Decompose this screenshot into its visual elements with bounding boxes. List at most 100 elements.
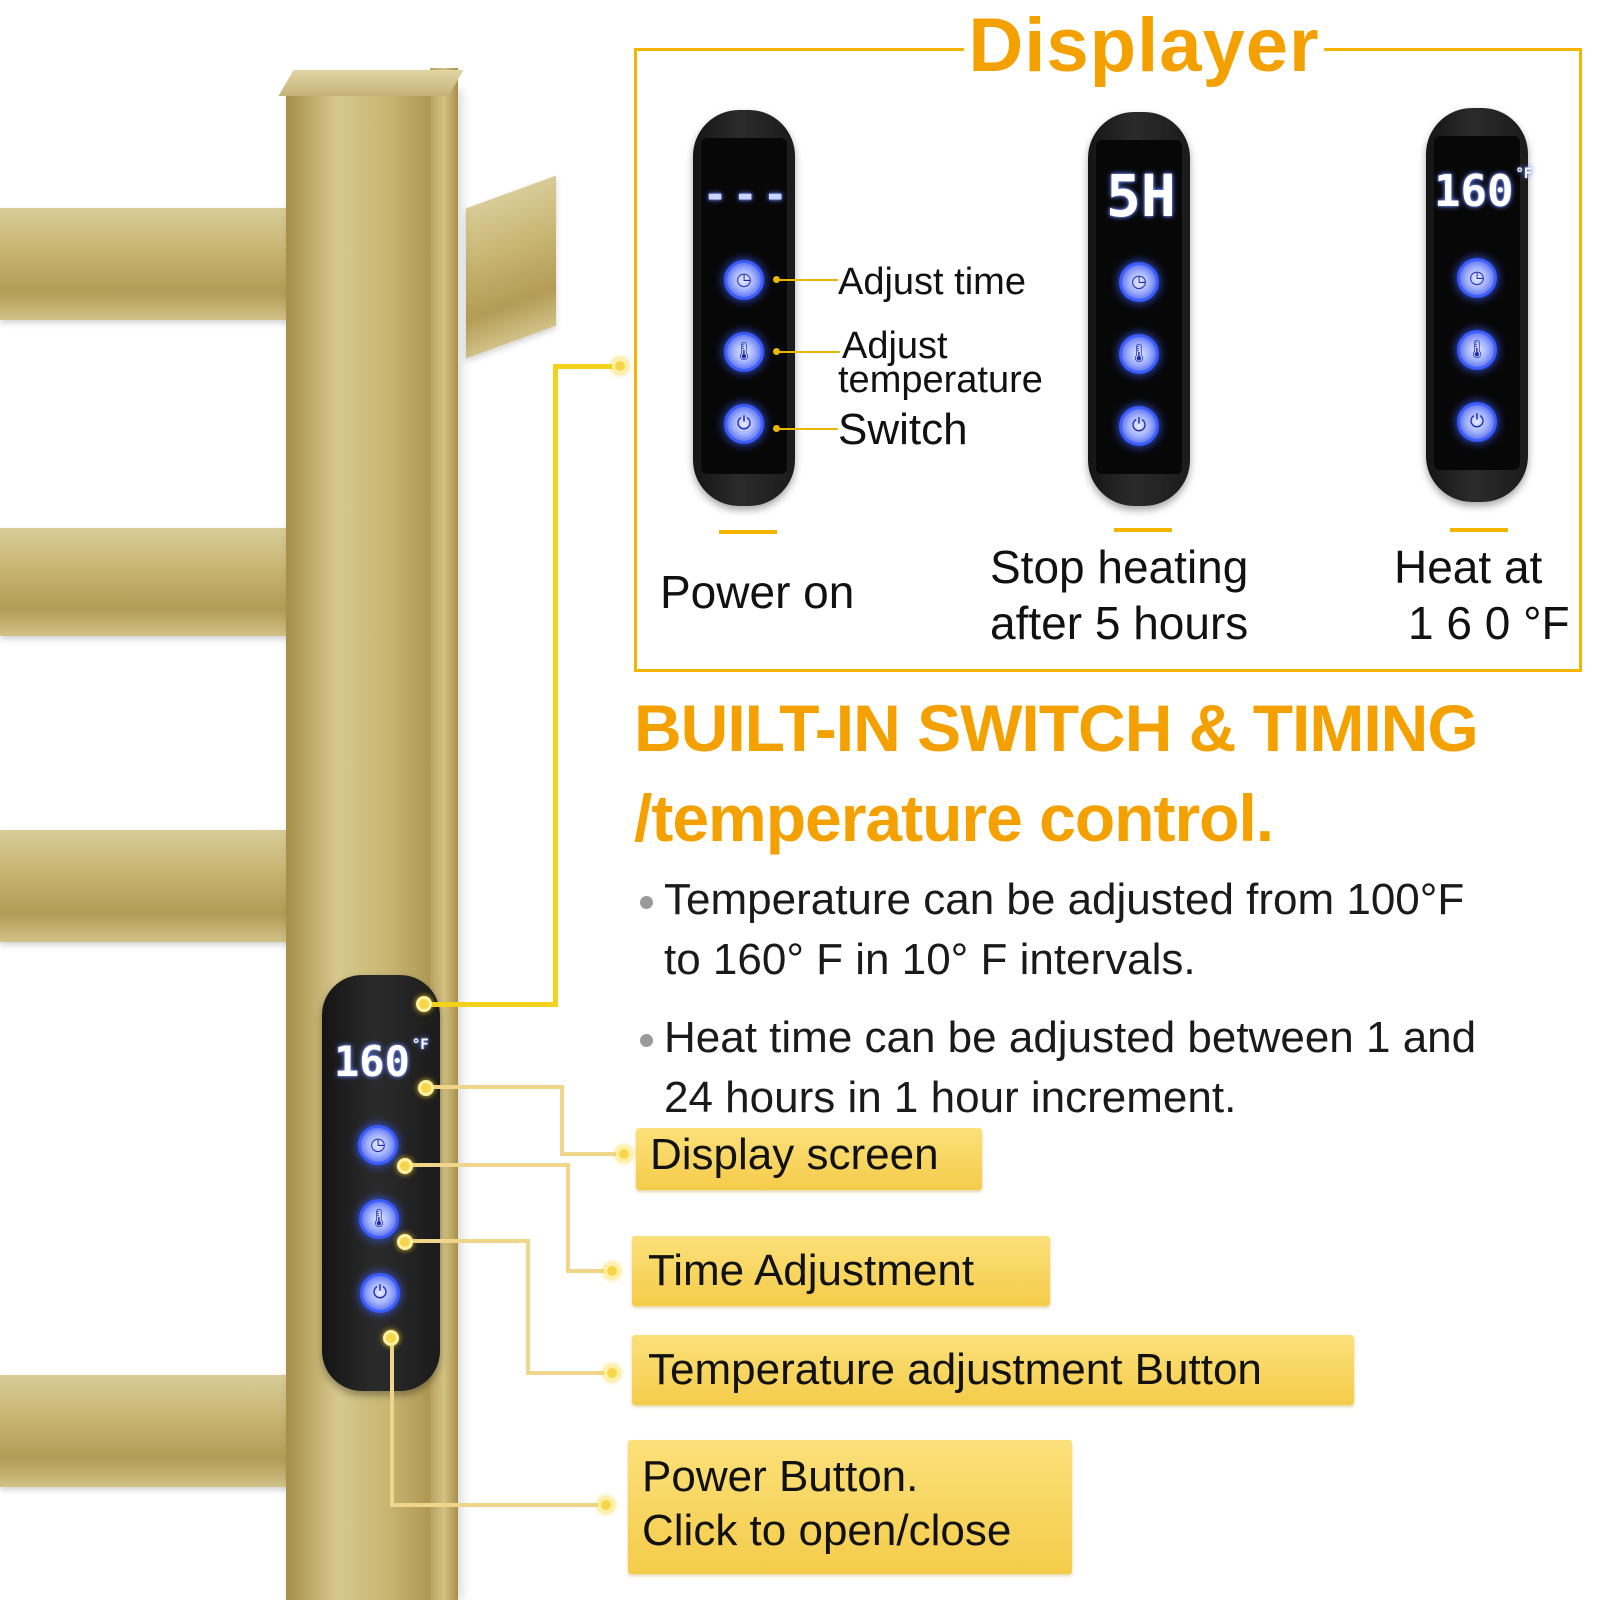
- power-icon: ⏻: [736, 413, 752, 434]
- callout-line: [778, 428, 838, 430]
- connector-dot: [418, 1080, 434, 1096]
- clock-icon: ◷: [1469, 267, 1485, 288]
- bullet-text: to 160° F in 10° F intervals.: [664, 935, 1196, 984]
- connector-line: [553, 366, 558, 1007]
- tag-temperature-button: Temperature adjustment Button: [632, 1335, 1354, 1405]
- connector-dot: [604, 1365, 620, 1381]
- displayer-title: Displayer: [964, 0, 1324, 92]
- rack-bar: [0, 830, 310, 942]
- panel-screen-text: 5H: [1106, 162, 1176, 230]
- panel-screen-text: ---: [703, 172, 794, 218]
- tag-connector: [424, 1085, 562, 1089]
- rack-bar: [0, 528, 305, 636]
- panel-thermometer-button[interactable]: 🌡: [1457, 330, 1497, 370]
- clock-icon: ◷: [370, 1134, 386, 1155]
- panel-clock-button[interactable]: ◷: [1119, 262, 1159, 302]
- power-icon: ⏻: [1131, 415, 1147, 436]
- callout-dot: [773, 425, 780, 432]
- caption-after-5-hours: after 5 hours: [990, 597, 1249, 649]
- tag-connector: [404, 1163, 569, 1167]
- panel-thermometer-button[interactable]: 🌡: [1119, 334, 1159, 374]
- panel-power-button[interactable]: ⏻: [724, 404, 764, 444]
- power-icon: ⏻: [372, 1282, 388, 1303]
- tag-connector: [404, 1239, 530, 1243]
- callout-adjust-time: Adjust time: [838, 261, 1026, 303]
- callout-line: [778, 279, 838, 281]
- panel-screen-value: 160: [1434, 166, 1514, 217]
- tag-display-screen: Display screen: [636, 1128, 982, 1190]
- connector-dot: [397, 1234, 413, 1250]
- clock-icon: ◷: [1131, 271, 1147, 292]
- rack-clock-button[interactable]: ◷: [358, 1125, 398, 1165]
- rack-display-value: 160: [334, 1037, 410, 1086]
- rack-thermometer-button[interactable]: 🌡: [359, 1199, 399, 1239]
- rack-display-unit: °F: [411, 1037, 429, 1053]
- headline-line-2: /temperature control.: [634, 781, 1274, 855]
- bullet-dot: [640, 1034, 653, 1047]
- panel-thermometer-button[interactable]: 🌡: [724, 332, 764, 372]
- panel-screen-display: 160°F: [1434, 166, 1532, 217]
- tag-power-button-line-2: Click to open/close: [642, 1506, 1012, 1555]
- tag-connector: [560, 1152, 622, 1156]
- thermometer-icon: 🌡: [1127, 343, 1151, 364]
- caption-160f: 1 6 0 °F: [1408, 597, 1570, 649]
- thermometer-icon: 🌡: [367, 1208, 391, 1229]
- panel-power-button[interactable]: ⏻: [1457, 402, 1497, 442]
- tag-connector: [526, 1371, 614, 1375]
- bullet-text: Temperature can be adjusted from 100°F: [664, 875, 1465, 924]
- tag-connector: [526, 1239, 530, 1374]
- displayer-panel-heat-at: 160°F ◷ 🌡 ⏻: [1426, 108, 1532, 502]
- power-icon: ⏻: [1469, 411, 1485, 432]
- connector-dot: [616, 1146, 632, 1162]
- connector-dot: [383, 1330, 399, 1346]
- connector-dot: [397, 1158, 413, 1174]
- rack-post-cap: [278, 70, 464, 96]
- connector-line: [424, 1002, 558, 1007]
- tag-power-button: Power Button. Click to open/close: [628, 1440, 1072, 1574]
- rack-display-screen: 160°F: [334, 1037, 429, 1086]
- connector-dot: [598, 1497, 614, 1513]
- caption-stop-heating: Stop heating: [990, 541, 1249, 593]
- tag-connector: [566, 1163, 570, 1272]
- rack-bar: [0, 208, 300, 320]
- tag-connector: [390, 1503, 608, 1507]
- rack-bar: [0, 1375, 330, 1487]
- thermometer-icon: 🌡: [1465, 339, 1489, 360]
- tag-connector: [566, 1269, 614, 1273]
- caption-dash: [1450, 528, 1508, 532]
- tag-connector: [560, 1085, 564, 1155]
- displayer-panel-stop-heating: 5H ◷ 🌡 ⏻: [1088, 112, 1190, 506]
- thermometer-icon: 🌡: [732, 341, 756, 362]
- caption-power-on: Power on: [660, 566, 855, 618]
- callout-adjust-temperature-2: temperature: [838, 359, 1043, 401]
- caption-heat-at: Heat at: [1394, 541, 1543, 593]
- bullet-text: 24 hours in 1 hour increment.: [664, 1073, 1237, 1122]
- connector-dot: [612, 358, 628, 374]
- panel-clock-button[interactable]: ◷: [724, 260, 764, 300]
- panel-screen-unit: °F: [1515, 166, 1533, 182]
- tag-time-adjustment: Time Adjustment: [632, 1236, 1050, 1306]
- callout-dot: [773, 348, 780, 355]
- callout-adjust-temperature: Adjust: [842, 325, 948, 367]
- rack-power-button[interactable]: ⏻: [360, 1273, 400, 1313]
- headline-line-1: BUILT-IN SWITCH & TIMING: [634, 691, 1479, 765]
- bullet-heat-time: Heat time can be adjusted between 1 and …: [640, 1008, 1590, 1128]
- tag-connector: [390, 1338, 394, 1506]
- bullet-text: Heat time can be adjusted between 1 and: [664, 1013, 1477, 1062]
- callout-line: [778, 351, 840, 353]
- connector-dot: [604, 1263, 620, 1279]
- bullet-temperature: Temperature can be adjusted from 100°F t…: [640, 870, 1590, 990]
- bullet-dot: [640, 896, 653, 909]
- panel-clock-button[interactable]: ◷: [1457, 258, 1497, 298]
- connector-line: [553, 364, 619, 369]
- rack-control-panel: 160°F ◷ 🌡 ⏻: [322, 975, 440, 1391]
- displayer-panel-power-on: --- ◷ 🌡 ⏻: [693, 110, 795, 506]
- wall-bracket: [466, 175, 556, 359]
- panel-power-button[interactable]: ⏻: [1119, 406, 1159, 446]
- callout-switch: Switch: [838, 405, 968, 454]
- caption-dash: [1114, 528, 1172, 532]
- clock-icon: ◷: [736, 269, 752, 290]
- tag-power-button-line-1: Power Button.: [642, 1452, 919, 1501]
- caption-dash: [719, 530, 777, 534]
- connector-dot: [416, 996, 432, 1012]
